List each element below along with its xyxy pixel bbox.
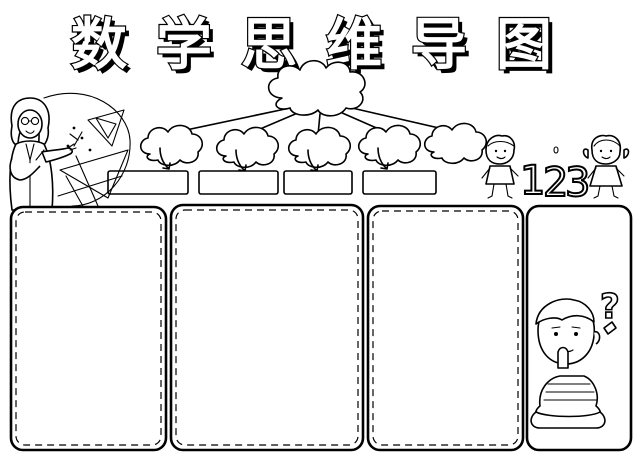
label-box-1[interactable] xyxy=(107,170,189,195)
question-mark: ? xyxy=(600,287,620,327)
number-one: 1 xyxy=(520,158,545,204)
branch-cloud-2[interactable] xyxy=(215,126,280,172)
label-box-4[interactable] xyxy=(362,170,437,195)
title-char-xue: 学 xyxy=(156,13,212,78)
title-char-tu: 图 xyxy=(496,13,552,78)
label-box-2[interactable] xyxy=(198,170,279,195)
mind-map-branches xyxy=(171,107,453,136)
label-box-3[interactable] xyxy=(283,170,353,195)
teacher-illustration-icon xyxy=(9,92,131,211)
central-cloud[interactable] xyxy=(267,59,366,117)
mind-map xyxy=(107,59,488,195)
content-panel-3[interactable] xyxy=(366,204,525,452)
branch-cloud-5[interactable] xyxy=(423,122,488,165)
title-char-shu: 数 xyxy=(71,13,127,78)
branch-cloud-4[interactable] xyxy=(357,124,422,170)
title-char-dao: 导 xyxy=(411,13,467,78)
title-char-tu-shadow: 图 xyxy=(500,17,556,82)
branch-cloud-3[interactable] xyxy=(287,126,352,172)
title-char-dao-shadow: 导 xyxy=(415,17,471,82)
girl-icon xyxy=(582,134,630,199)
number-three: 3 xyxy=(565,160,590,206)
content-panel-2[interactable] xyxy=(169,203,365,452)
content-panel-1[interactable] xyxy=(9,205,168,452)
boy-icon xyxy=(481,134,519,199)
title-char-xue-shadow: 学 xyxy=(160,17,216,82)
number-two: 2 xyxy=(543,160,568,206)
branch-cloud-1[interactable] xyxy=(139,124,204,170)
thinking-boy-illustration-icon: ? xyxy=(530,286,621,429)
title-char-si: 思 xyxy=(241,13,297,78)
page-title: 数 数 学 学 思 思 维 维 导 导 图 图 xyxy=(70,12,556,82)
kids-numbers-illustration-icon: 1 2 3 xyxy=(481,134,630,207)
number-doodle xyxy=(553,146,559,154)
title-char-shu-shadow: 数 xyxy=(75,17,131,82)
